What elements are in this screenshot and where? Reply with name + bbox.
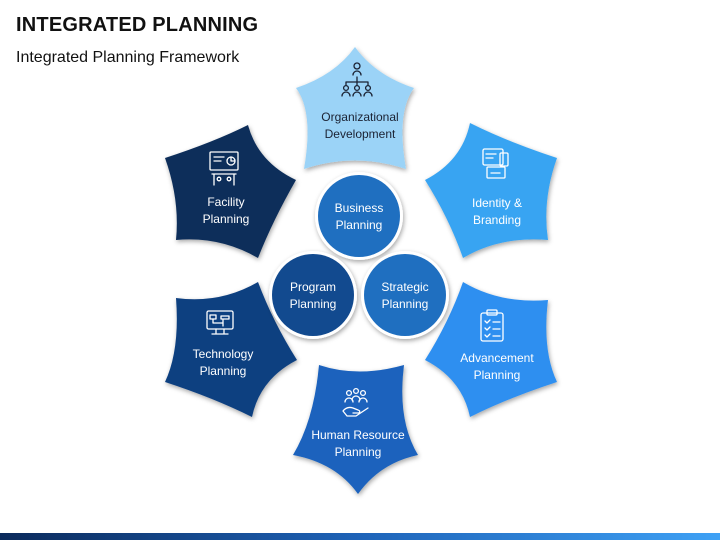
bottom-accent-bar: [0, 533, 720, 540]
petal-label-line1: Facility: [207, 195, 244, 209]
circle-strategic-planning: Strategic Planning: [361, 251, 449, 339]
circle-label-line2: Planning: [336, 218, 383, 232]
petal-facility-planning: Facility Planning: [165, 125, 296, 258]
presentation-board-icon: [209, 151, 239, 186]
slide-subtitle: Integrated Planning Framework: [16, 49, 240, 66]
petal-label-line1: Identity &: [472, 196, 522, 210]
petal-shape: [165, 125, 296, 258]
petal-human-resource-planning: Human Resource Planning: [293, 365, 418, 494]
petal-shape: [296, 47, 414, 169]
petal-technology-planning: Technology Planning: [165, 282, 297, 417]
branding-devices-icon: [482, 148, 509, 179]
circle-label-line2: Planning: [290, 297, 337, 311]
petal-shape: [425, 123, 557, 258]
slide-title: INTEGRATED PLANNING: [16, 14, 259, 36]
petal-organizational-development: Organizational Development: [296, 47, 414, 169]
petal-label-line1: Technology: [193, 347, 254, 361]
petal-label-line2: Branding: [473, 213, 521, 227]
circle-label-line1: Business: [335, 201, 384, 215]
circle-shape: [318, 175, 400, 257]
petal-identity-branding: Identity & Branding: [425, 123, 557, 258]
petal-shape: [425, 282, 557, 417]
clipboard-checklist-icon: [480, 309, 504, 342]
circle-shape: [364, 254, 446, 336]
petal-shape: [165, 282, 297, 417]
circle-business-planning: Business Planning: [315, 172, 403, 260]
petal-label-line2: Development: [325, 127, 396, 141]
petal-label-line1: Organizational: [321, 110, 398, 124]
petal-label-line1: Human Resource: [311, 428, 405, 442]
petal-label-line2: Planning: [474, 368, 521, 382]
petal-label-line1: Advancement: [460, 351, 534, 365]
circle-shape: [272, 254, 354, 336]
petal-label-line2: Planning: [203, 212, 250, 226]
petal-advancement-planning: Advancement Planning: [425, 282, 557, 417]
circle-label-line2: Planning: [382, 297, 429, 311]
petal-shape: [293, 365, 418, 494]
circle-program-planning: Program Planning: [269, 251, 357, 339]
petal-label-line2: Planning: [335, 445, 382, 459]
circle-label-line1: Program: [290, 280, 336, 294]
petal-label-line2: Planning: [200, 364, 247, 378]
circle-label-line1: Strategic: [381, 280, 428, 294]
organization-chart-icon: [341, 62, 373, 97]
people-hand-icon: [342, 387, 369, 417]
monitor-flowchart-icon: [206, 310, 234, 335]
